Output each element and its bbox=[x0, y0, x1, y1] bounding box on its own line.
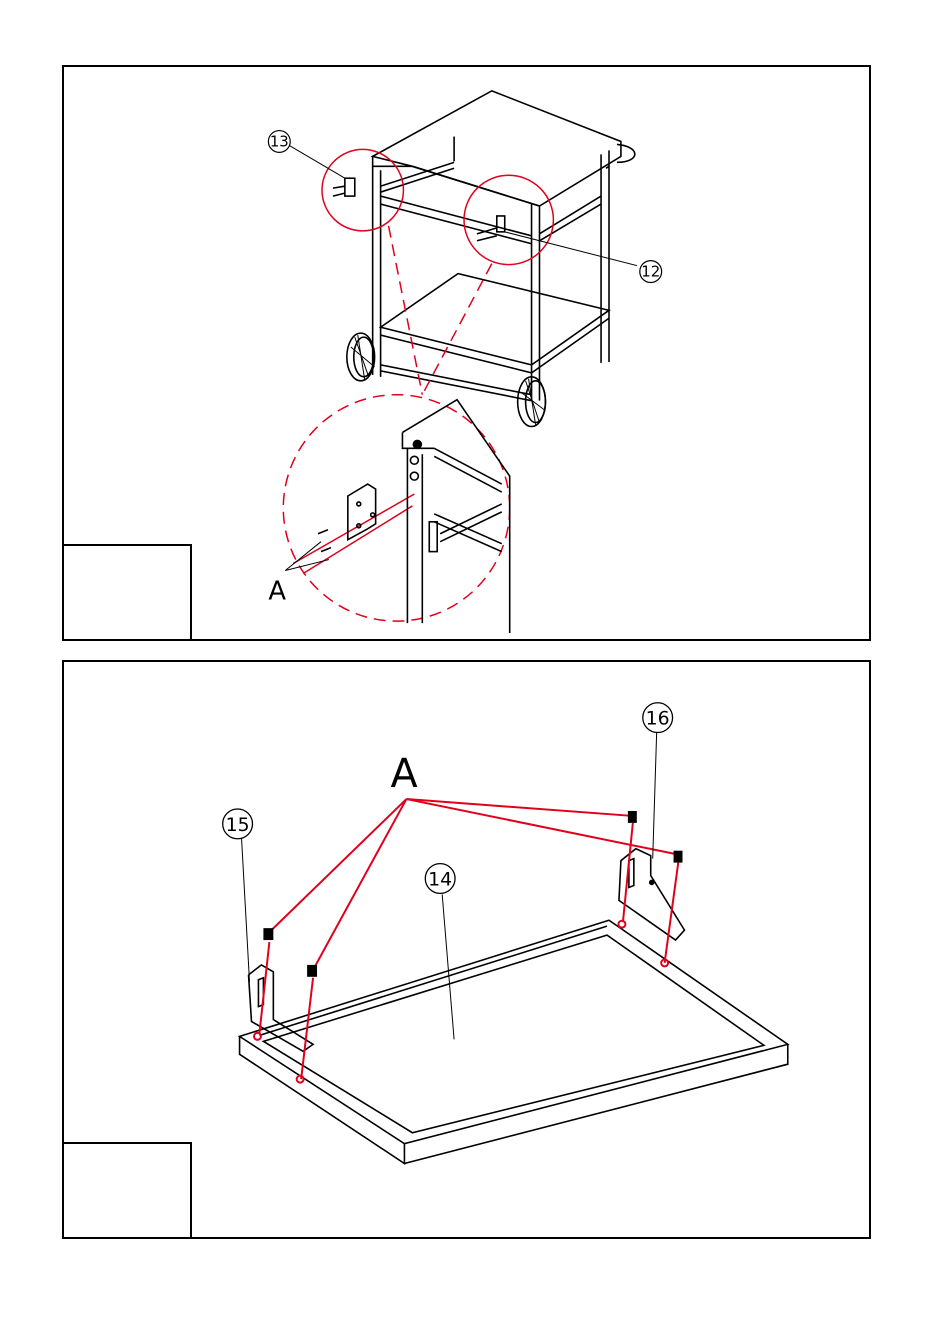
step-1-panel: 13 12 A bbox=[62, 65, 871, 641]
callout-12: 12 bbox=[641, 263, 660, 281]
callout-13: 13 bbox=[270, 132, 289, 150]
step-2-panel: 15 14 16 A bbox=[62, 660, 871, 1239]
step-number-box bbox=[62, 1142, 192, 1239]
fastener-label-a: A bbox=[268, 576, 286, 606]
callout-15: 15 bbox=[226, 814, 250, 836]
callout-14: 14 bbox=[428, 868, 452, 890]
step-number-box bbox=[62, 544, 192, 641]
callout-16: 16 bbox=[646, 708, 670, 730]
fastener-label-a: A bbox=[391, 751, 418, 797]
